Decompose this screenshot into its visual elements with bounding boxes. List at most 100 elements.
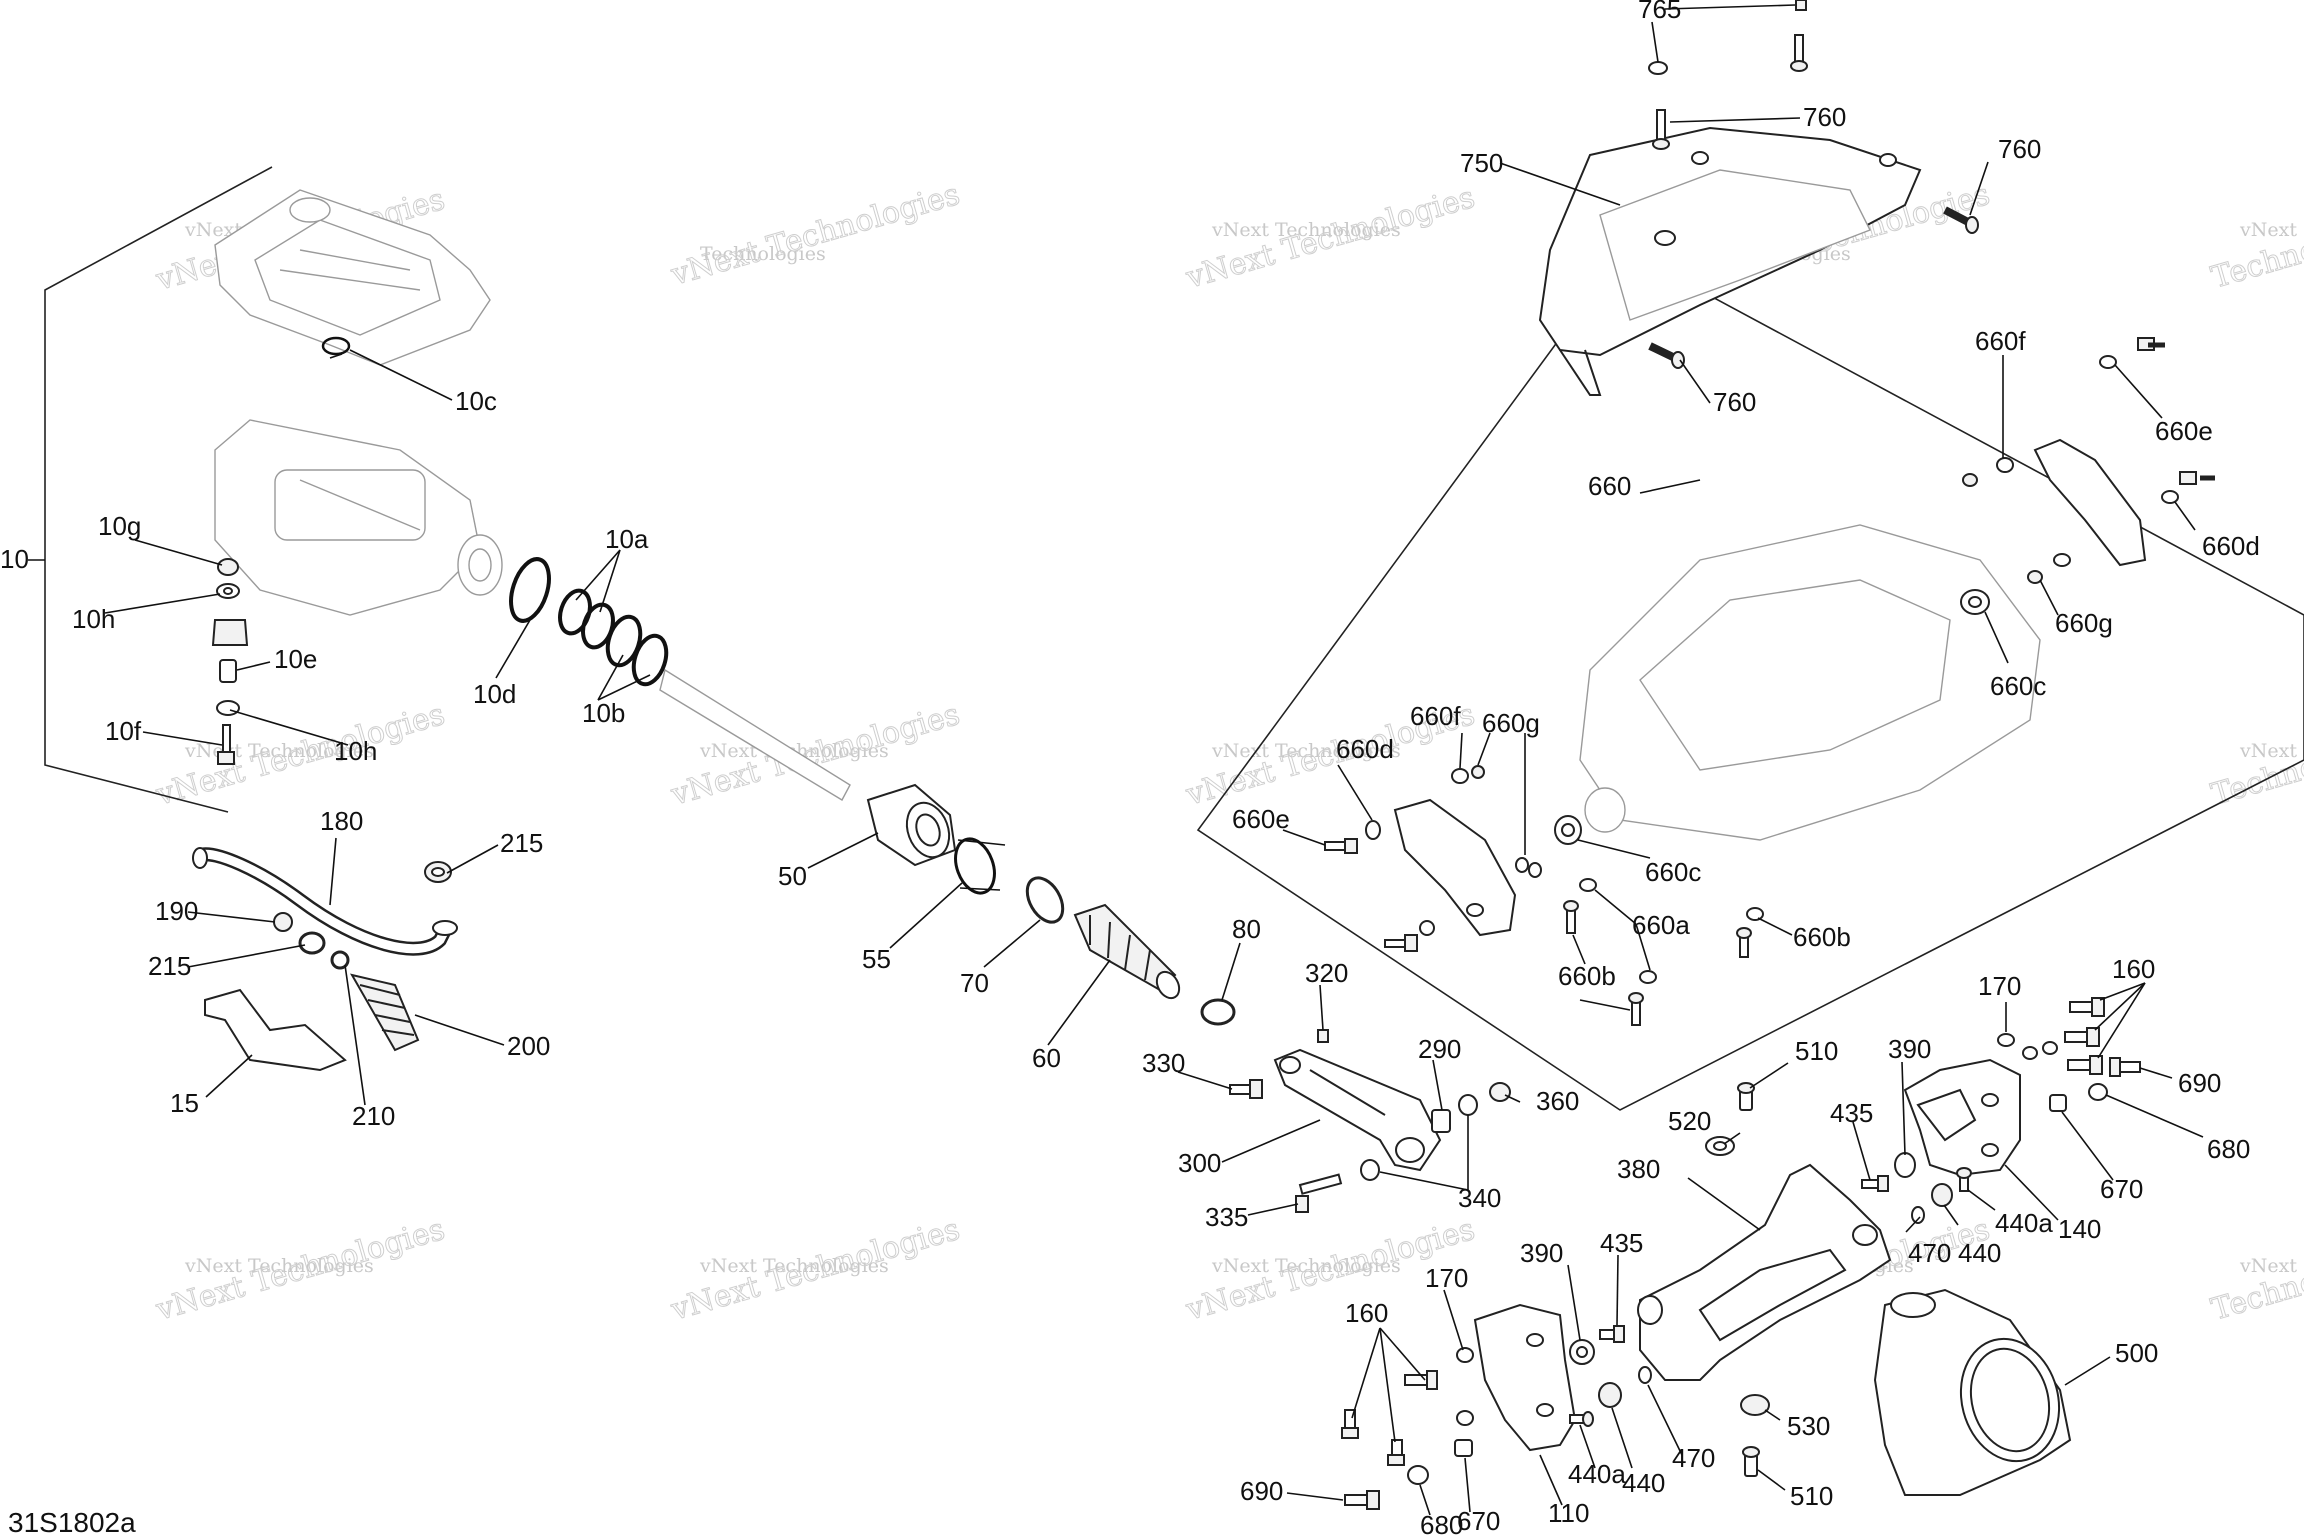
callout-335: 335 [1205, 1202, 1248, 1232]
svg-text:vNext Technologies: vNext Technologies [1211, 219, 1401, 241]
part-washer-160-right-a [2042, 1041, 2058, 1055]
part-spacer-390-left [1569, 1339, 1595, 1365]
svg-text:vNext Technologies: vNext Technologies [1211, 1255, 1401, 1277]
callout-470: 470 [1672, 1443, 1715, 1473]
part-clamp-80 [1200, 998, 1236, 1026]
part-screw-320 [1317, 1029, 1329, 1043]
part-clamp-215-top [424, 861, 452, 883]
callout-10d: 10d [473, 679, 516, 709]
part-washer-680-right [2088, 1083, 2108, 1101]
part-nut-660-right [1962, 473, 1978, 487]
callout-55: 55 [862, 944, 891, 974]
part-plate-660-left [1393, 798, 1517, 937]
callout-765: 765 [1638, 0, 1681, 24]
svg-text:vNext Technologies: vNext Technologies [699, 1255, 889, 1277]
part-nut-660g-left [1471, 765, 1485, 779]
callout-190: 190 [155, 896, 198, 926]
part-washer-660g-left-a [1515, 857, 1529, 873]
svg-text:Technologies: Technologies [2208, 724, 2304, 812]
part-spacer-10e [219, 659, 237, 683]
part-bushing-660c-right [1960, 589, 1990, 615]
part-bracket-140 [1903, 1058, 2021, 1177]
callout-440a: 440a [1995, 1208, 2053, 1238]
callout-660g: 660g [1482, 708, 1540, 738]
part-washer-160-left [1456, 1410, 1474, 1426]
part-washer-660g-left-b [1528, 862, 1542, 878]
part-washer-340-a [1458, 1094, 1478, 1116]
callout-330: 330 [1142, 1048, 1185, 1078]
part-bolt-760-a [1790, 34, 1808, 72]
part-bolt-660-left-b [1384, 934, 1418, 952]
callout-110: 110 [1548, 1498, 1589, 1528]
part-fitting-510-bottom [1742, 1446, 1760, 1477]
callout-660f: 660f [1410, 701, 1461, 731]
part-bolt-435-right [1861, 1175, 1889, 1192]
group-frames [28, 166, 2304, 1111]
callout-660c: 660c [1990, 671, 2046, 701]
callout-10e: 10e [274, 644, 317, 674]
part-boot-200 [349, 973, 420, 1052]
callout-440: 440 [1958, 1238, 2001, 1268]
callout-660b: 660b [1558, 961, 1616, 991]
part-bolt-335 [1295, 1173, 1343, 1213]
part-bolt-660e-right-b [2179, 471, 2215, 485]
callout-10h: 10h [334, 736, 377, 766]
part-boot-60 [1073, 903, 1181, 1000]
callout-10c: 10c [455, 386, 497, 416]
part-nut-440-left [1598, 1382, 1622, 1408]
part-cover-750 [1538, 126, 1922, 396]
part-washer-660-right-a [2099, 355, 2117, 369]
callout-680: 680 [2207, 1134, 2250, 1164]
callout-690: 690 [2178, 1068, 2221, 1098]
callout-300: 300 [1178, 1148, 1221, 1178]
part-stud-660b-c [1736, 927, 1752, 958]
part-washer-10h-1 [216, 583, 240, 599]
callout-10f: 10f [105, 716, 142, 746]
callout-50: 50 [778, 861, 807, 891]
svg-text:Technologies: Technologies [2208, 1239, 2304, 1327]
part-bolt-330 [1229, 1079, 1263, 1099]
callout-660f: 660f [1975, 326, 2026, 356]
callout-10h: 10h [72, 604, 115, 634]
callout-750: 750 [1460, 148, 1503, 178]
callout-435: 435 [1600, 1228, 1643, 1258]
svg-text:vNext Technologies: vNext Technologies [667, 177, 964, 293]
callout-690: 690 [1240, 1476, 1283, 1506]
part-bolt-760-b [1652, 109, 1670, 150]
part-clamp-70 [1025, 876, 1065, 924]
part-washer-660f-left [1451, 768, 1469, 784]
part-washer-470-left [1638, 1366, 1652, 1384]
part-nut-660g-right [2027, 570, 2043, 584]
callout-160: 160 [2112, 954, 2155, 984]
part-washer-660a-b [1639, 970, 1657, 984]
part-nut-360 [1489, 1082, 1511, 1102]
part-washer-660f-right [1996, 457, 2014, 473]
group-660-frame [1196, 248, 2304, 1111]
callout-660b: 660b [1793, 922, 1851, 952]
callout-660a: 660a [1632, 910, 1690, 940]
callout-660g: 660g [2055, 608, 2113, 638]
callout-215: 215 [148, 951, 191, 981]
part-ring-10b-2 [631, 633, 669, 687]
part-washer-470-right [1911, 1206, 1925, 1224]
callout-660: 660 [1588, 471, 1631, 501]
callout-660d: 660d [2202, 531, 2260, 561]
part-grommet-530 [1740, 1394, 1770, 1416]
part-spacer-290 [1431, 1109, 1451, 1133]
part-stud-660b-a [1563, 900, 1579, 934]
part-washer-170-right [1997, 1033, 2015, 1047]
part-nut-440-right [1931, 1183, 1953, 1207]
svg-text:vNext Technologies: vNext Technologies [1211, 740, 1401, 762]
part-ring-10a-2 [581, 602, 615, 650]
watermark: vNext Technologies vNext Technologies [1181, 179, 1479, 296]
callout-70: 70 [960, 968, 989, 998]
part-fitting-510-top [1737, 1082, 1755, 1111]
part-bolts-160-right [2064, 997, 2105, 1075]
watermark: vNext Technologies vNext Technologies [151, 696, 449, 813]
part-nut-10g [217, 558, 239, 576]
part-supercharger-body [214, 419, 503, 616]
drawing-code: 31S1802a [8, 1507, 136, 1536]
part-o-ring-10c [321, 336, 351, 356]
callout-180: 180 [320, 806, 363, 836]
